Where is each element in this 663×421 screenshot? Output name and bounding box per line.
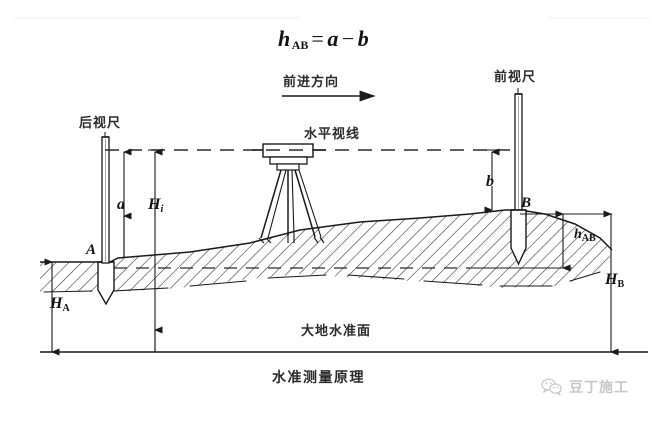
dimension-label-ha-symbol: H	[50, 295, 63, 312]
formula-h: h	[278, 26, 291, 51]
dimension-label-b-symbol: b	[486, 173, 494, 190]
dimension-label-elevation-b: HB	[605, 272, 624, 290]
label-direction-of-travel: 前进方向	[283, 75, 340, 90]
dimension-label-elevation-a: HA	[50, 296, 70, 314]
dimension-label-hb-subscript: B	[617, 279, 625, 290]
label-foresight-staff: 前视尺	[494, 70, 537, 85]
dimension-label-a: a	[117, 197, 125, 213]
benchmark-peg-a	[97, 261, 115, 306]
dimension-label-instrument-height: Hi	[148, 197, 163, 215]
formula-minus: −	[341, 26, 355, 51]
ground-profile	[40, 209, 613, 352]
dimension-b	[484, 148, 500, 214]
formula-term-a: a	[327, 26, 339, 51]
label-horizontal-sight-line: 水平视线	[304, 127, 361, 142]
dimension-label-hb-symbol: H	[605, 271, 618, 288]
benchmark-peg-b	[510, 209, 527, 266]
formula-term-b: b	[357, 26, 370, 51]
formula-equals: =	[311, 26, 325, 51]
dimension-label-b: b	[486, 174, 494, 190]
level-instrument	[252, 143, 326, 244]
watermark-text: 豆丁施工	[569, 380, 629, 396]
point-label-a: A	[86, 242, 97, 258]
ground-hatching	[40, 210, 612, 292]
dimension-label-hab-symbol: h	[574, 227, 582, 242]
dimension-label-a-symbol: a	[117, 196, 125, 213]
formula-subscript-ab: AB	[291, 38, 309, 53]
dimension-label-height-difference: hAB	[574, 228, 596, 244]
dimension-elevation-a	[40, 258, 100, 356]
diagram-caption: 水准测量原理	[272, 370, 365, 386]
dimension-height-difference	[470, 210, 612, 272]
watermark: 豆丁施工	[541, 377, 629, 397]
dimension-label-ha-subscript: A	[62, 303, 70, 314]
dimension-instrument-height	[148, 148, 163, 352]
point-label-b: B	[521, 195, 532, 211]
dimension-label-hi-symbol: H	[148, 196, 161, 213]
label-backsight-staff: 后视尺	[79, 116, 122, 131]
formula-hab: hAB=a−b	[278, 26, 370, 53]
wechat-icon	[541, 378, 562, 396]
dimension-label-hab-subscript: AB	[581, 233, 596, 244]
dimension-label-hi-subscript: i	[160, 204, 164, 215]
backsight-staff	[101, 136, 110, 264]
label-geoid-surface: 大地水准面	[301, 324, 372, 339]
